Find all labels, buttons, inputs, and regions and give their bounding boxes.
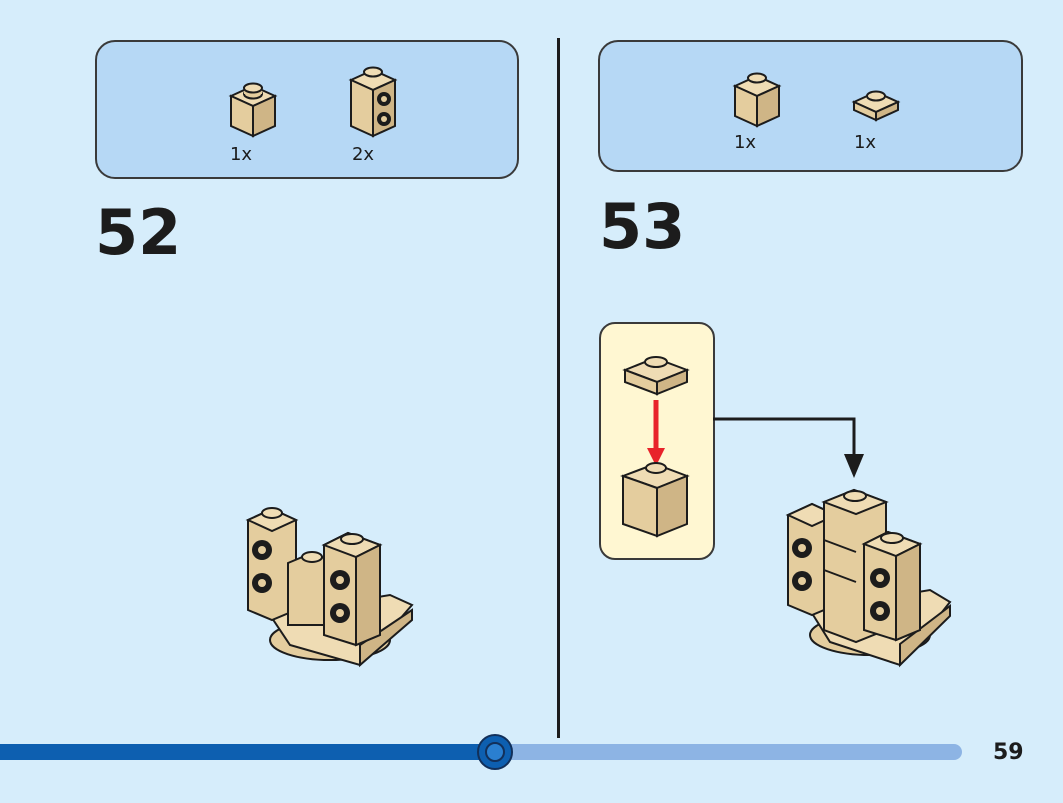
parts-list-box-step-52: 1x 2x: [95, 40, 519, 179]
tan-brick-1x1-icon: [732, 72, 782, 128]
sub-assembly-callout: [599, 322, 715, 560]
step-number: 53: [599, 190, 686, 263]
tan-brick-side-studs-icon: [348, 66, 398, 138]
page-divider: [557, 38, 560, 738]
page-number: 59: [993, 740, 1024, 765]
connector-arrow-icon: [713, 417, 864, 478]
part-quantity: 2x: [351, 144, 375, 165]
model-illustration-step-53: [785, 488, 952, 668]
model-illustration-step-52: [245, 507, 414, 668]
parts-list-box-step-53: 1x 1x: [598, 40, 1023, 172]
part-quantity: 1x: [229, 144, 253, 165]
progress-fill: [0, 744, 495, 760]
tan-plate-1x1-icon: [851, 90, 901, 122]
part-quantity: 1x: [733, 132, 757, 153]
progress-knob: [477, 734, 513, 770]
sub-assembly-illustration: [620, 356, 690, 538]
step-number: 52: [95, 196, 182, 269]
part-quantity: 1x: [853, 132, 877, 153]
tan-brick-1x1-icon: [228, 82, 278, 138]
